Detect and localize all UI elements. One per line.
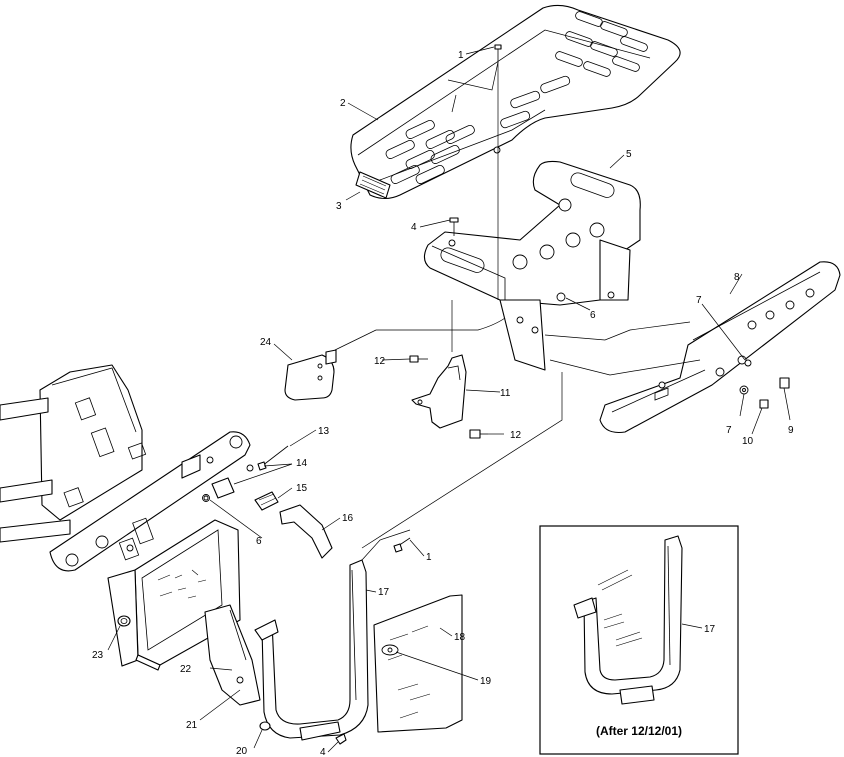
work-light <box>284 349 337 401</box>
callout-18: 18 <box>454 632 466 643</box>
callout-9-right: 9 <box>788 425 794 436</box>
callout-5: 5 <box>626 149 632 160</box>
callout-23: 23 <box>92 650 104 661</box>
screw-13 <box>257 445 289 471</box>
callout-24: 24 <box>260 337 272 348</box>
callout-13: 13 <box>318 426 330 437</box>
inset-caption: (After 12/12/01) <box>596 724 682 738</box>
callout-3: 3 <box>336 201 342 212</box>
washer-6-lower <box>203 495 209 501</box>
callout-17: 17 <box>378 587 390 598</box>
screw-1-lower <box>393 537 411 553</box>
hose-16 <box>279 504 333 559</box>
callout-7-lower: 7 <box>726 425 732 436</box>
reflector <box>355 171 391 199</box>
callout-2: 2 <box>340 98 346 109</box>
callout-16: 16 <box>342 513 354 524</box>
bolt-1 <box>494 44 502 62</box>
bracket-21-22 <box>204 604 261 706</box>
bolt-12-lower <box>469 429 488 439</box>
inset-callout-17: 17 <box>704 624 716 635</box>
guard-17 <box>254 559 369 741</box>
callout-6-top: 6 <box>590 310 596 321</box>
bolt-4-lower <box>335 733 347 745</box>
callout-20: 20 <box>236 746 248 757</box>
callout-12-upper: 12 <box>374 356 386 367</box>
callout-leaders <box>107 46 791 753</box>
callout-11: 11 <box>500 388 511 399</box>
callout-22: 22 <box>180 664 192 675</box>
upper-rack <box>350 4 681 200</box>
callout-4-lower: 4 <box>320 747 326 757</box>
coupler-15 <box>254 491 279 511</box>
front-rack-frame <box>423 160 641 371</box>
nut-20 <box>259 721 271 731</box>
callout-1-top: 1 <box>458 50 464 61</box>
vehicle-frame <box>0 364 254 572</box>
bumper <box>599 261 841 434</box>
bolt-4-upper <box>449 217 459 236</box>
callout-labels: 1 2 3 4 5 6 7 8 9 10 7 11 12 12 24 13 14… <box>92 50 794 757</box>
washer-6-upper <box>556 292 566 302</box>
light-bracket <box>411 354 467 429</box>
callout-1-lower: 1 <box>426 552 432 563</box>
bumper-hardware <box>739 359 790 409</box>
clip-14 <box>202 477 235 502</box>
fastener-19 <box>387 647 393 653</box>
callout-14: 14 <box>296 458 308 469</box>
bolt-12-upper <box>409 355 428 363</box>
callout-4-top: 4 <box>411 222 417 233</box>
callout-10: 10 <box>742 436 754 447</box>
callout-21: 21 <box>186 720 198 731</box>
inset-detail: 17 (After 12/12/01) <box>539 525 739 755</box>
callout-7-upper: 7 <box>696 295 702 306</box>
callout-6-lower: 6 <box>256 536 262 547</box>
callout-8: 8 <box>734 272 740 283</box>
callout-15: 15 <box>296 483 308 494</box>
callout-12-lower: 12 <box>510 430 522 441</box>
callout-19: 19 <box>480 676 492 687</box>
grommet <box>117 615 131 627</box>
skid-plate <box>373 594 463 733</box>
assembly-lines <box>334 61 701 561</box>
